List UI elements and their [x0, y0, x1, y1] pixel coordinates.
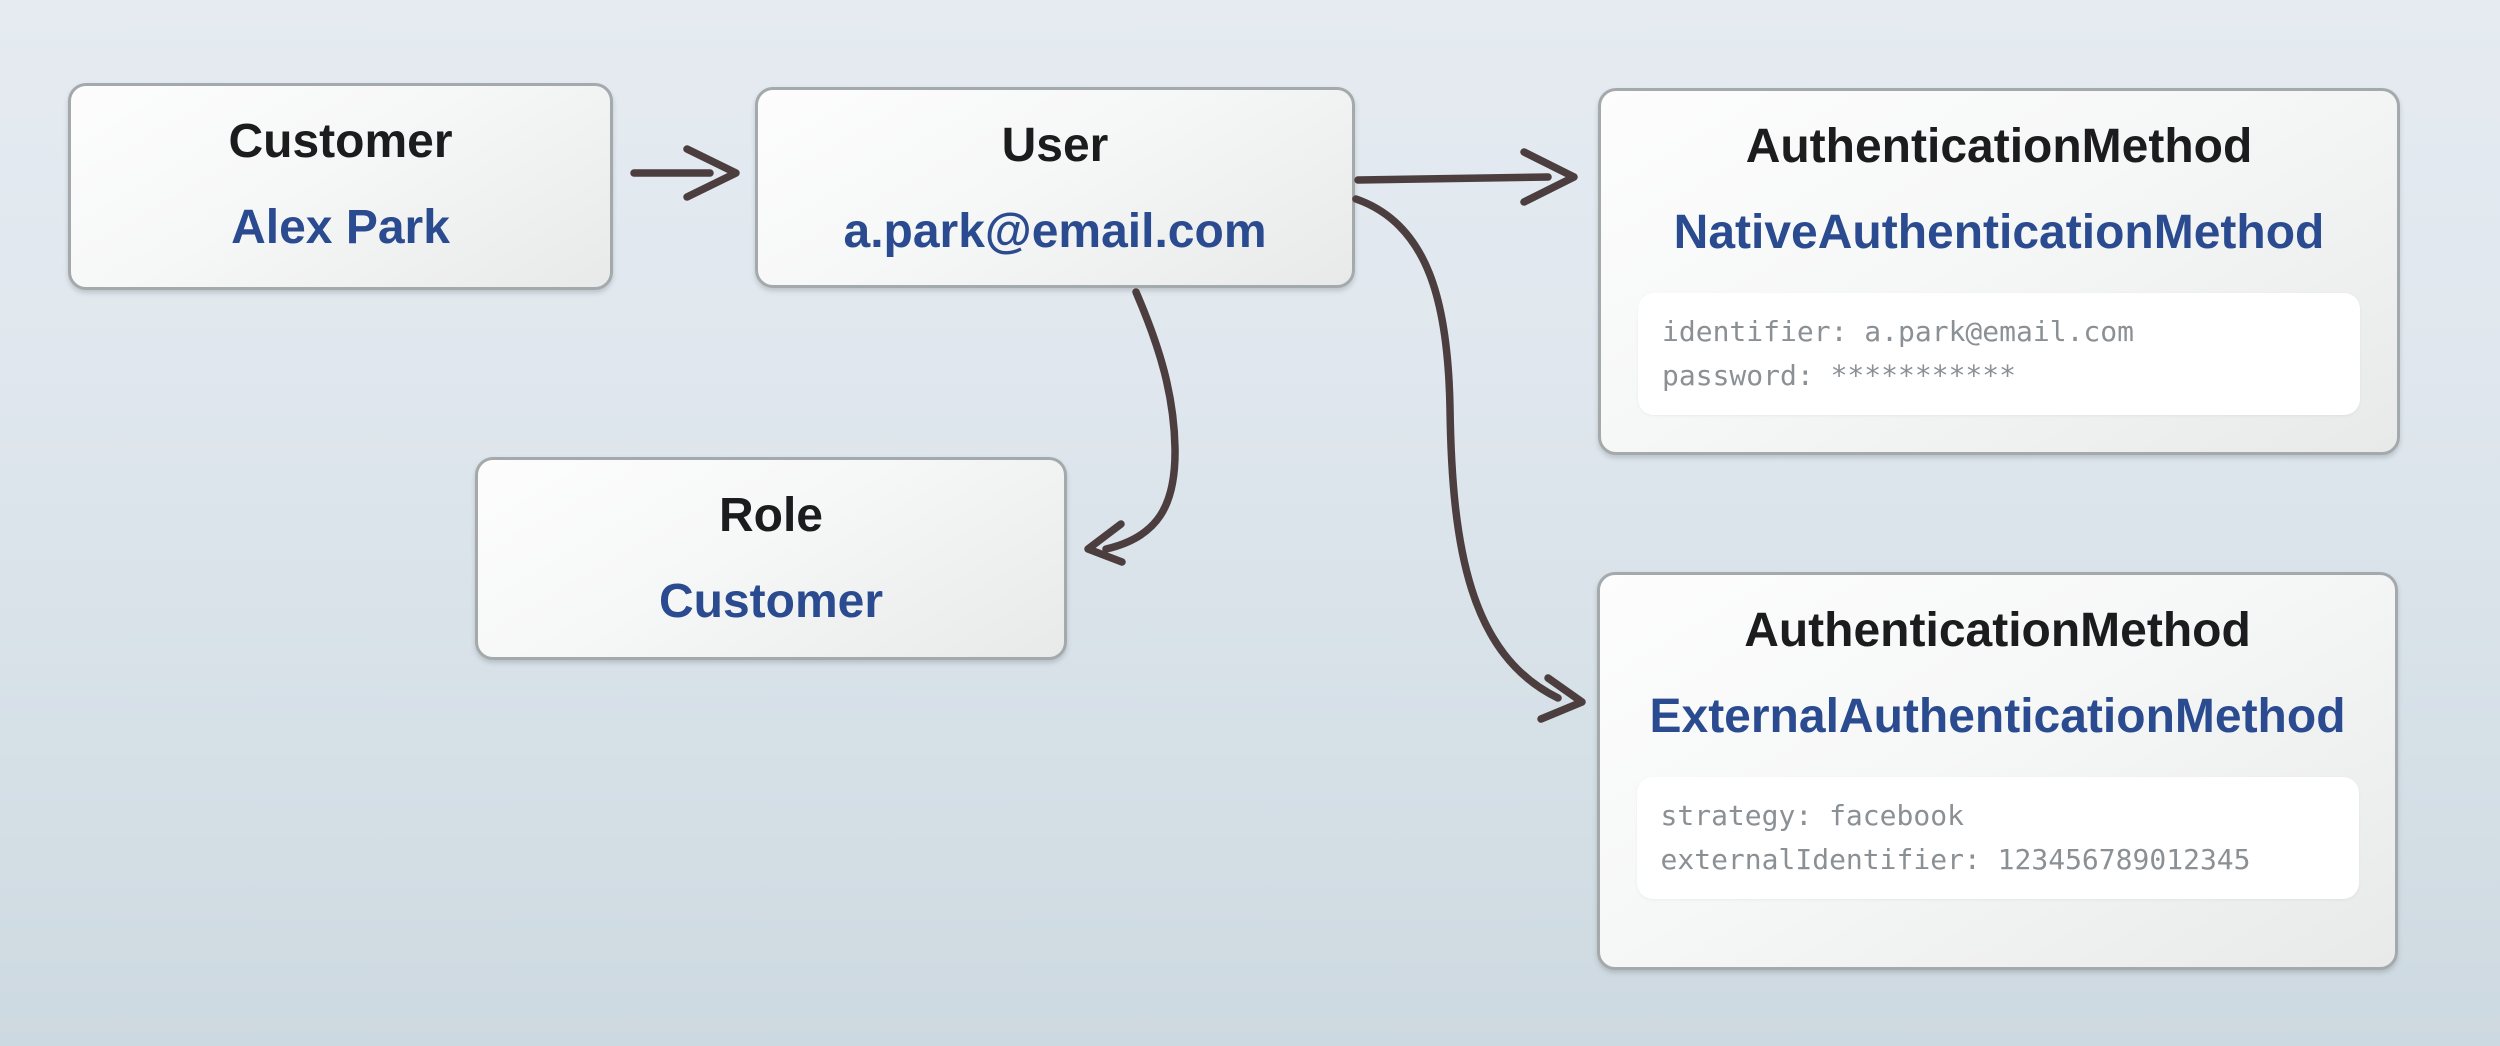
- arrow-user-role: [1084, 288, 1179, 566]
- node-value: ExternalAuthenticationMethod: [1649, 690, 2346, 743]
- node-role: Role Customer: [475, 457, 1067, 660]
- node-auth-external: AuthenticationMethod ExternalAuthenticat…: [1597, 572, 2398, 970]
- node-auth-native: AuthenticationMethod NativeAuthenticatio…: [1598, 88, 2400, 455]
- node-title: Role: [718, 489, 823, 542]
- arrow-customer-user: [630, 145, 740, 201]
- node-value: Customer: [658, 575, 884, 628]
- attributes-panel: strategy: facebook externalIdentifier: 1…: [1636, 777, 2359, 899]
- attributes-panel: identifier: a.park@email.com password: *…: [1638, 293, 2360, 415]
- node-title: AuthenticationMethod: [1744, 604, 2251, 657]
- attribute-line-identifier: identifier: a.park@email.com: [1662, 315, 2135, 348]
- arrow-user-auth-external: [1352, 195, 1586, 723]
- node-value: a.park@email.com: [843, 205, 1267, 258]
- node-value: NativeAuthenticationMethod: [1673, 206, 2325, 259]
- attribute-line-password: password: ***********: [1662, 359, 2017, 392]
- attribute-line-strategy: strategy: facebook: [1660, 799, 1964, 832]
- node-title: User: [1001, 119, 1109, 172]
- node-value: Alex Park: [231, 201, 450, 254]
- node-title: AuthenticationMethod: [1745, 120, 2253, 173]
- arrow-user-auth-native: [1354, 148, 1578, 206]
- node-user: User a.park@email.com: [755, 87, 1355, 288]
- node-title: Customer: [228, 115, 453, 168]
- node-customer: Customer Alex Park: [68, 83, 613, 290]
- attribute-line-external-identifier: externalIdentifier: 123456789012345: [1660, 843, 2251, 876]
